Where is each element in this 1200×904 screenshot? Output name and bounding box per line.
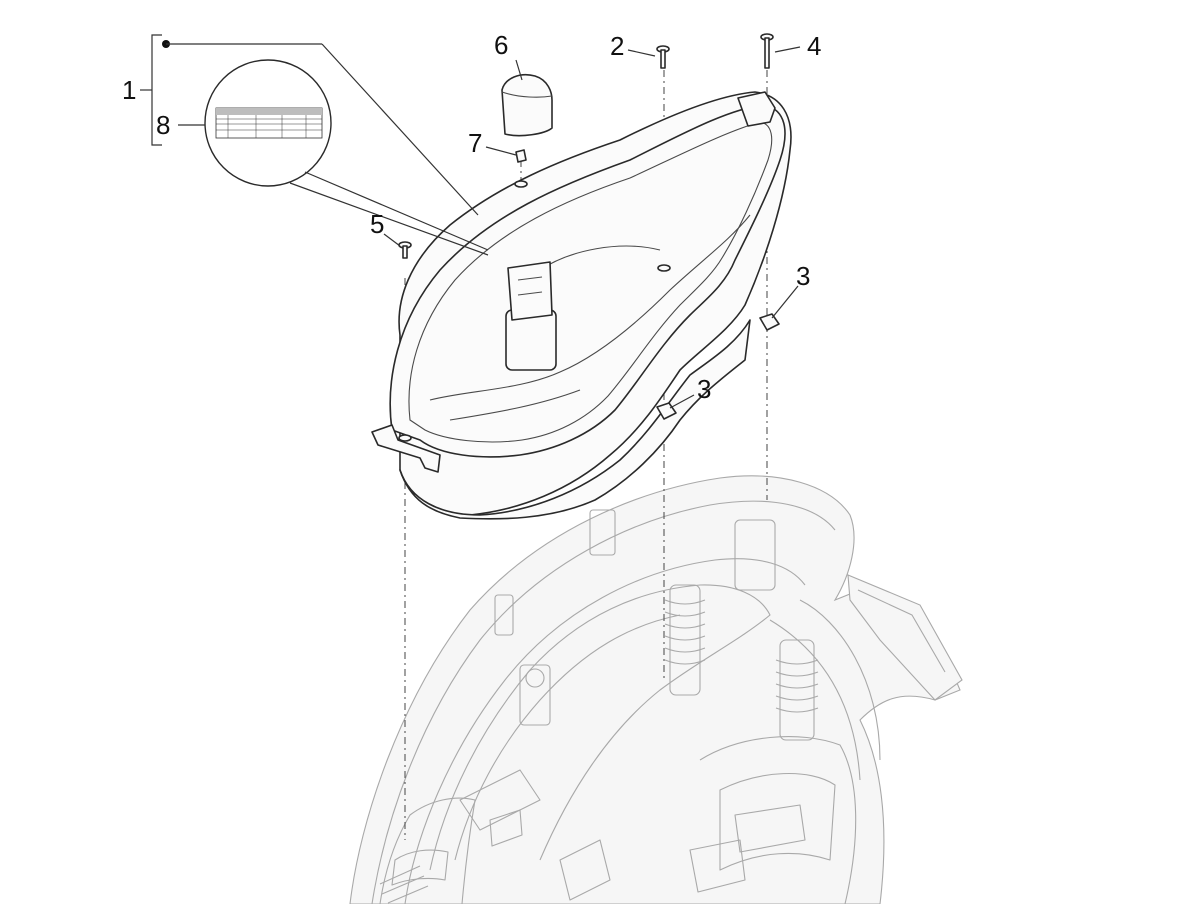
callout-7: 7 <box>468 128 482 158</box>
scooter-frame-ghost <box>349 475 963 904</box>
callout-2: 2 <box>610 31 624 61</box>
helmet-compartment <box>371 91 792 520</box>
clip <box>515 149 527 163</box>
rubber-cap <box>501 74 553 137</box>
callout-3-upper: 3 <box>796 261 810 291</box>
screw-2 <box>656 45 670 69</box>
clip-nut-upper <box>759 313 780 331</box>
assembly-bracket <box>140 34 479 216</box>
label-detail-magnifier <box>204 59 489 256</box>
callout-5: 5 <box>370 209 384 239</box>
callout-leaders <box>383 46 801 409</box>
screw-4 <box>760 33 774 69</box>
callout-4: 4 <box>807 31 821 61</box>
callout-1: 1 <box>122 75 136 105</box>
callout-8: 8 <box>156 110 170 140</box>
screw-5 <box>398 241 412 259</box>
callout-6: 6 <box>494 30 508 60</box>
callout-3-lower: 3 <box>697 374 711 404</box>
